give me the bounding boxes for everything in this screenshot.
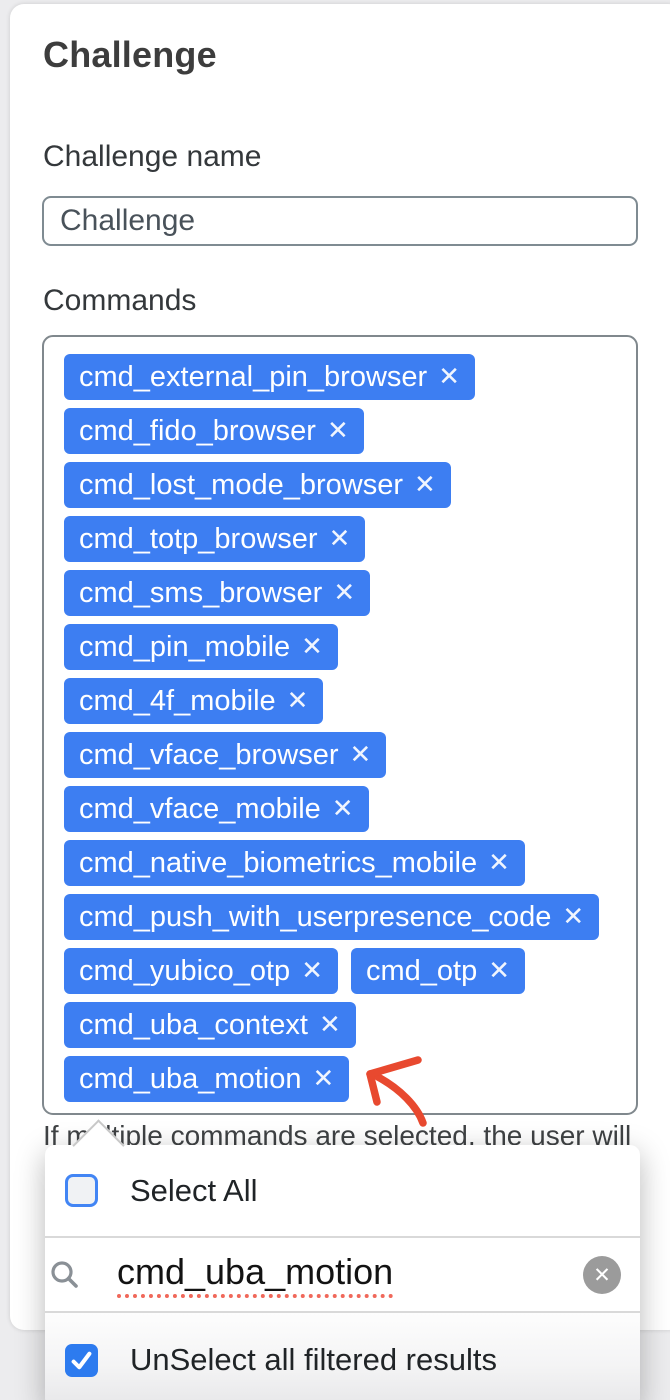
remove-tag-icon[interactable]: ✕	[488, 848, 510, 878]
command-tag[interactable]: cmd_totp_browser ✕	[64, 516, 366, 562]
commands-dropdown: Select All cmd_uba_motion ✕ UnSelect all…	[45, 1145, 640, 1400]
unselect-filtered-label: UnSelect all filtered results	[130, 1342, 497, 1377]
command-tag[interactable]: cmd_push_with_userpresence_code ✕	[64, 894, 600, 940]
command-tag-label: cmd_uba_context	[79, 1008, 308, 1041]
select-all-row[interactable]: Select All	[45, 1145, 640, 1236]
tag-row: cmd_lost_mode_browser ✕	[64, 462, 622, 508]
command-tag-label: cmd_vface_browser	[79, 738, 339, 771]
checkmark-icon	[71, 1351, 92, 1369]
command-tag-label: cmd_external_pin_browser	[79, 360, 428, 393]
command-tag-label: cmd_yubico_otp	[79, 954, 291, 987]
command-tag-label: cmd_vface_mobile	[79, 792, 321, 825]
challenge-form-card: Challenge Challenge name Commands cmd_ex…	[10, 4, 670, 1330]
remove-tag-icon[interactable]: ✕	[488, 956, 511, 986]
tag-row: cmd_fido_browser ✕	[64, 408, 622, 454]
command-tag[interactable]: cmd_uba_motion ✕	[64, 1056, 350, 1102]
command-tag[interactable]: cmd_sms_browser ✕	[64, 570, 371, 616]
command-tag-label: cmd_fido_browser	[79, 414, 316, 447]
tag-row: cmd_4f_mobile ✕	[64, 678, 622, 724]
remove-tag-icon[interactable]: ✕	[349, 740, 372, 770]
tag-row: cmd_sms_browser ✕	[64, 570, 622, 616]
remove-tag-icon[interactable]: ✕	[318, 1010, 341, 1040]
command-tag[interactable]: cmd_fido_browser ✕	[64, 408, 364, 454]
tag-row: cmd_push_with_userpresence_code ✕	[64, 894, 622, 940]
search-row[interactable]: cmd_uba_motion ✕	[45, 1238, 640, 1311]
select-all-label: Select All	[130, 1172, 258, 1208]
remove-tag-icon[interactable]: ✕	[301, 632, 323, 662]
remove-tag-icon[interactable]: ✕	[438, 362, 460, 392]
tag-row: cmd_yubico_otp ✕ cmd_otp ✕	[64, 948, 622, 994]
command-tag[interactable]: cmd_pin_mobile ✕	[64, 624, 338, 670]
remove-tag-icon[interactable]: ✕	[286, 686, 309, 716]
select-all-checkbox[interactable]	[65, 1174, 98, 1207]
command-tag[interactable]: cmd_external_pin_browser ✕	[64, 354, 475, 400]
remove-tag-icon[interactable]: ✕	[312, 1064, 335, 1094]
command-tag-label: cmd_otp	[365, 954, 478, 987]
command-tag[interactable]: cmd_otp ✕	[350, 948, 526, 994]
command-tag[interactable]: cmd_vface_mobile ✕	[64, 786, 369, 832]
page-title: Challenge	[43, 34, 217, 75]
tag-row: cmd_uba_context ✕	[64, 1002, 622, 1048]
tag-row: cmd_pin_mobile ✕	[64, 624, 622, 670]
commands-tags: cmd_external_pin_browser✕cmd_fido_browse…	[64, 354, 622, 1102]
remove-tag-icon[interactable]: ✕	[331, 794, 354, 824]
command-tag-label: cmd_totp_browser	[79, 522, 318, 555]
command-tag[interactable]: cmd_vface_browser ✕	[64, 732, 387, 778]
challenge-name-input[interactable]	[42, 196, 638, 246]
remove-tag-icon[interactable]: ✕	[301, 956, 323, 986]
search-input[interactable]: cmd_uba_motion	[117, 1251, 394, 1298]
search-icon	[51, 1260, 78, 1288]
tag-row: cmd_vface_mobile ✕	[64, 786, 622, 832]
remove-tag-icon[interactable]: ✕	[326, 416, 349, 446]
command-tag-label: cmd_uba_motion	[79, 1062, 302, 1095]
remove-tag-icon[interactable]: ✕	[328, 524, 351, 554]
unselect-filtered-checkbox[interactable]	[65, 1343, 98, 1377]
tag-row: cmd_native_biometrics_mobile ✕	[64, 840, 622, 886]
command-tag[interactable]: cmd_yubico_otp ✕	[64, 948, 338, 994]
tag-row: cmd_totp_browser ✕	[64, 516, 622, 562]
remove-tag-icon[interactable]: ✕	[413, 470, 436, 500]
command-tag-label: cmd_lost_mode_browser	[79, 468, 403, 501]
tag-row: cmd_external_pin_browser ✕	[64, 354, 622, 400]
command-tag[interactable]: cmd_lost_mode_browser ✕	[64, 462, 451, 508]
annotation-arrow-icon	[366, 1056, 427, 1127]
tag-row: cmd_uba_motion ✕	[64, 1056, 622, 1102]
remove-tag-icon[interactable]: ✕	[562, 902, 585, 932]
divider	[45, 1311, 640, 1313]
command-tag-label: cmd_native_biometrics_mobile	[79, 846, 478, 879]
clear-search-button[interactable]: ✕	[583, 1255, 621, 1294]
command-tag[interactable]: cmd_4f_mobile ✕	[64, 678, 324, 724]
command-tag[interactable]: cmd_native_biometrics_mobile ✕	[64, 840, 525, 886]
command-tag[interactable]: cmd_uba_context ✕	[64, 1002, 356, 1048]
command-tag-label: cmd_push_with_userpresence_code	[79, 900, 552, 933]
commands-multiselect[interactable]: cmd_external_pin_browser✕cmd_fido_browse…	[42, 335, 638, 1115]
command-tag-label: cmd_4f_mobile	[79, 684, 276, 717]
command-tag-label: cmd_sms_browser	[79, 576, 323, 609]
unselect-filtered-row[interactable]: UnSelect all filtered results	[45, 1313, 640, 1400]
divider	[45, 1236, 640, 1238]
tag-row: cmd_vface_browser ✕	[64, 732, 622, 778]
challenge-name-label: Challenge name	[43, 140, 262, 173]
commands-label: Commands	[43, 284, 197, 317]
remove-tag-icon[interactable]: ✕	[333, 578, 356, 608]
command-tag-label: cmd_pin_mobile	[79, 630, 291, 663]
